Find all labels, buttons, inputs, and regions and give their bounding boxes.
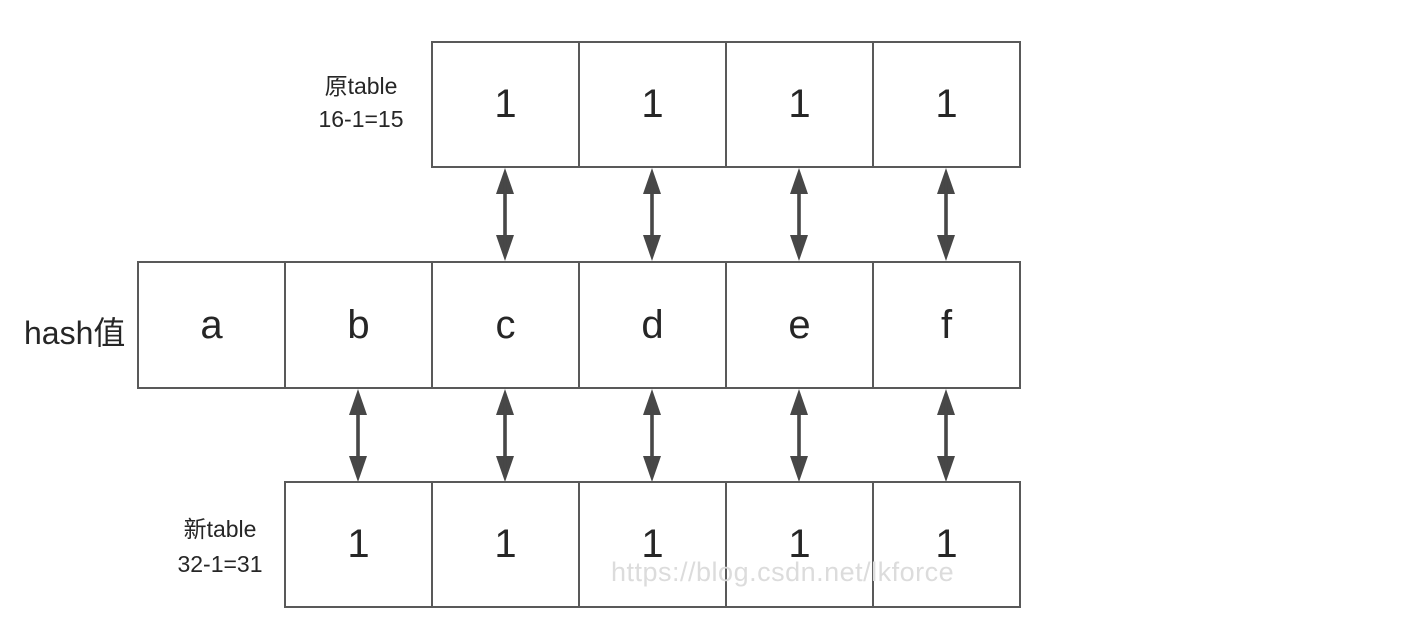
new-table-cell: 1 [347, 522, 370, 566]
double-arrow-icon [496, 168, 514, 261]
new-table-cell: 1 [725, 483, 872, 606]
new-table-label: 新table 32-1=31 [154, 512, 286, 582]
double-arrow-icon [643, 168, 661, 261]
double-arrow-icon [790, 389, 808, 482]
new-table-label-line1: 新table [183, 516, 257, 542]
old-table-cell: 1 [872, 43, 1019, 166]
hash-value-cell: f [872, 263, 1019, 387]
double-arrow-icon [937, 389, 955, 482]
hash-values-row: a b c d e f [137, 261, 1021, 389]
hash-value-cell: b [284, 263, 431, 387]
hash-value-cell: c [431, 263, 578, 387]
old-table-label: 原table 16-1=15 [295, 70, 427, 136]
watermark-url: https://blog.csdn.net/lkforce [611, 557, 955, 587]
new-table-label-line2: 32-1=31 [177, 551, 263, 577]
double-arrow-icon [937, 168, 955, 261]
hash-value-cell: d [578, 263, 725, 387]
old-table-cell: 1 [725, 43, 872, 166]
old-table-label-line1: 原table [324, 73, 398, 99]
hash-value-cell: e [725, 263, 872, 387]
new-table-row: 1 1 1 1 1 [284, 481, 1021, 608]
new-table-cell: 1 [431, 483, 578, 606]
hash-values-label: hash值 [24, 315, 126, 351]
double-arrow-icon [349, 389, 367, 482]
double-arrow-icon [643, 389, 661, 482]
old-table-label-line2: 16-1=15 [318, 106, 404, 132]
double-arrow-icon [790, 168, 808, 261]
new-table-cell: 1 [872, 483, 1019, 606]
old-table-row: 1 1 1 1 [431, 41, 1021, 168]
new-table-cell: 1 [578, 483, 725, 606]
old-table-cell: 1 [494, 82, 517, 126]
double-arrow-icon [496, 389, 514, 482]
hash-value-cell: a [200, 302, 223, 347]
old-table-cell: 1 [578, 43, 725, 166]
